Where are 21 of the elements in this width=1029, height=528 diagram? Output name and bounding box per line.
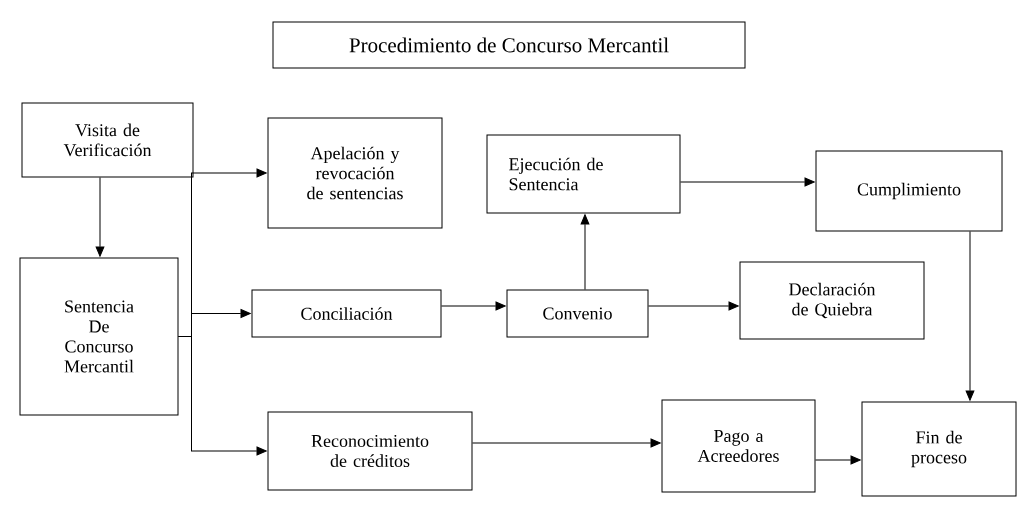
arrow xyxy=(965,231,975,401)
arrow xyxy=(95,177,105,257)
process-box: Sentencia De Concurso Mercantil xyxy=(19,257,179,416)
arrow xyxy=(178,336,267,456)
process-box: Cumplimiento xyxy=(815,150,1003,232)
process-box: Pago a Acreedores xyxy=(661,399,816,493)
title-box: Procedimiento de Concurso Mercantil xyxy=(272,21,746,69)
arrow xyxy=(472,438,661,448)
process-box: Ejecución de Sentencia xyxy=(486,134,681,214)
arrow xyxy=(648,301,739,311)
process-box: Apelación y revocación de sentencias xyxy=(267,117,443,229)
process-box: Fin de proceso xyxy=(861,401,1017,497)
arrow xyxy=(815,455,861,465)
process-box: Convenio xyxy=(506,289,649,338)
process-box: Visita de Verificación xyxy=(21,102,194,178)
arrow xyxy=(680,177,815,187)
process-box: Declaración de Quiebra xyxy=(739,261,925,340)
arrow xyxy=(441,301,506,311)
process-box: Reconocimiento de créditos xyxy=(267,411,473,491)
process-box: Conciliación xyxy=(251,289,442,338)
arrow xyxy=(580,214,590,290)
